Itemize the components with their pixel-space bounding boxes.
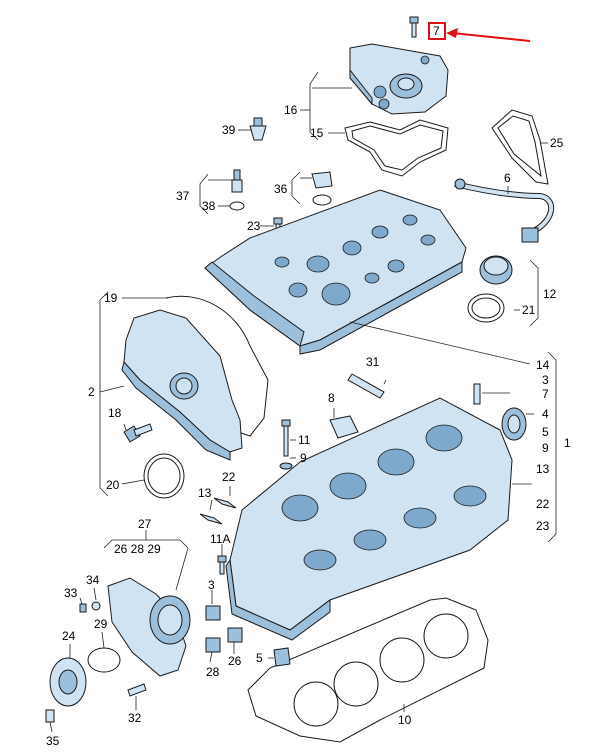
callout-13-right: 13 bbox=[536, 462, 550, 476]
callout-35: 35 bbox=[46, 734, 60, 748]
gasket-15 bbox=[344, 119, 449, 177]
cup-5 bbox=[273, 647, 291, 667]
callout-7-highlighted: 7 bbox=[433, 24, 440, 38]
small-bolts bbox=[45, 601, 147, 723]
seal-20 bbox=[143, 453, 185, 499]
callout-10: 10 bbox=[398, 713, 412, 727]
callout-36: 36 bbox=[274, 182, 288, 196]
callout-28: 28 bbox=[206, 665, 220, 679]
callout-38: 38 bbox=[202, 199, 216, 213]
callout-9-right: 9 bbox=[542, 441, 549, 455]
callout-6: 6 bbox=[504, 171, 511, 185]
callout-18: 18 bbox=[108, 406, 122, 420]
leader-lines bbox=[49, 28, 557, 733]
callout-24: 24 bbox=[62, 629, 76, 643]
oring-29 bbox=[87, 647, 121, 673]
callout-19: 19 bbox=[104, 291, 118, 305]
sensor-37 bbox=[229, 169, 245, 211]
callout-26: 26 bbox=[228, 654, 242, 668]
callout-26-28-29: 26 28 29 bbox=[114, 542, 161, 556]
cylinder-head bbox=[225, 397, 513, 641]
callout-34: 34 bbox=[86, 573, 100, 587]
callout-16: 16 bbox=[284, 103, 298, 117]
top-bolt bbox=[409, 16, 419, 38]
clip-8 bbox=[329, 415, 359, 439]
flange-24 bbox=[49, 657, 87, 707]
callout-11a: 11A bbox=[210, 532, 231, 546]
callout-1: 1 bbox=[564, 436, 571, 450]
callout-3-right: 3 bbox=[542, 373, 549, 387]
pump-housing bbox=[349, 43, 449, 115]
bolt-39 bbox=[249, 117, 267, 141]
callout-21: 21 bbox=[522, 303, 536, 317]
callout-13-left: 13 bbox=[198, 486, 212, 500]
callout-33: 33 bbox=[64, 586, 78, 600]
bushings bbox=[205, 605, 243, 653]
gasket-25 bbox=[491, 109, 549, 185]
callout-20: 20 bbox=[106, 478, 120, 492]
bolt-18 bbox=[123, 423, 153, 443]
bolt-11 bbox=[279, 419, 293, 470]
head-gasket bbox=[247, 597, 489, 743]
callout-14: 14 bbox=[536, 358, 550, 372]
sprocket-4 bbox=[501, 407, 527, 441]
highlight-box bbox=[428, 22, 446, 40]
callout-23-top: 23 bbox=[247, 219, 261, 233]
callout-29: 29 bbox=[94, 617, 108, 631]
callout-39: 39 bbox=[222, 123, 236, 137]
breather-hose bbox=[454, 181, 555, 235]
cylinder-head-cover bbox=[204, 189, 467, 355]
callout-15: 15 bbox=[310, 126, 324, 140]
callout-9: 9 bbox=[300, 451, 307, 465]
callout-27: 27 bbox=[138, 517, 152, 531]
pin-7 bbox=[473, 383, 481, 405]
callout-7-right: 7 bbox=[542, 387, 549, 401]
callout-25: 25 bbox=[550, 136, 564, 150]
sensor-36 bbox=[311, 171, 333, 206]
bolt-11a bbox=[217, 555, 227, 575]
gasket-19 bbox=[165, 295, 269, 437]
callout-23-right: 23 bbox=[536, 519, 550, 533]
callout-32: 32 bbox=[128, 711, 142, 725]
stud-13 bbox=[199, 497, 237, 525]
callout-5-right: 5 bbox=[542, 425, 549, 439]
callout-31: 31 bbox=[366, 355, 380, 369]
callout-8: 8 bbox=[328, 391, 335, 405]
callout-37: 37 bbox=[176, 189, 190, 203]
callout-3-left: 3 bbox=[208, 578, 215, 592]
timing-cover bbox=[121, 309, 243, 461]
oil-filler-cap bbox=[467, 255, 513, 323]
callout-11: 11 bbox=[298, 433, 311, 447]
callout-22-right: 22 bbox=[536, 497, 550, 511]
flange-housing bbox=[107, 577, 191, 677]
callout-5-bottom: 5 bbox=[256, 651, 263, 665]
callout-4: 4 bbox=[542, 407, 549, 421]
tube-31 bbox=[347, 373, 385, 399]
callout-2: 2 bbox=[88, 385, 95, 399]
callout-22-left: 22 bbox=[222, 470, 236, 484]
callout-12: 12 bbox=[543, 287, 557, 301]
